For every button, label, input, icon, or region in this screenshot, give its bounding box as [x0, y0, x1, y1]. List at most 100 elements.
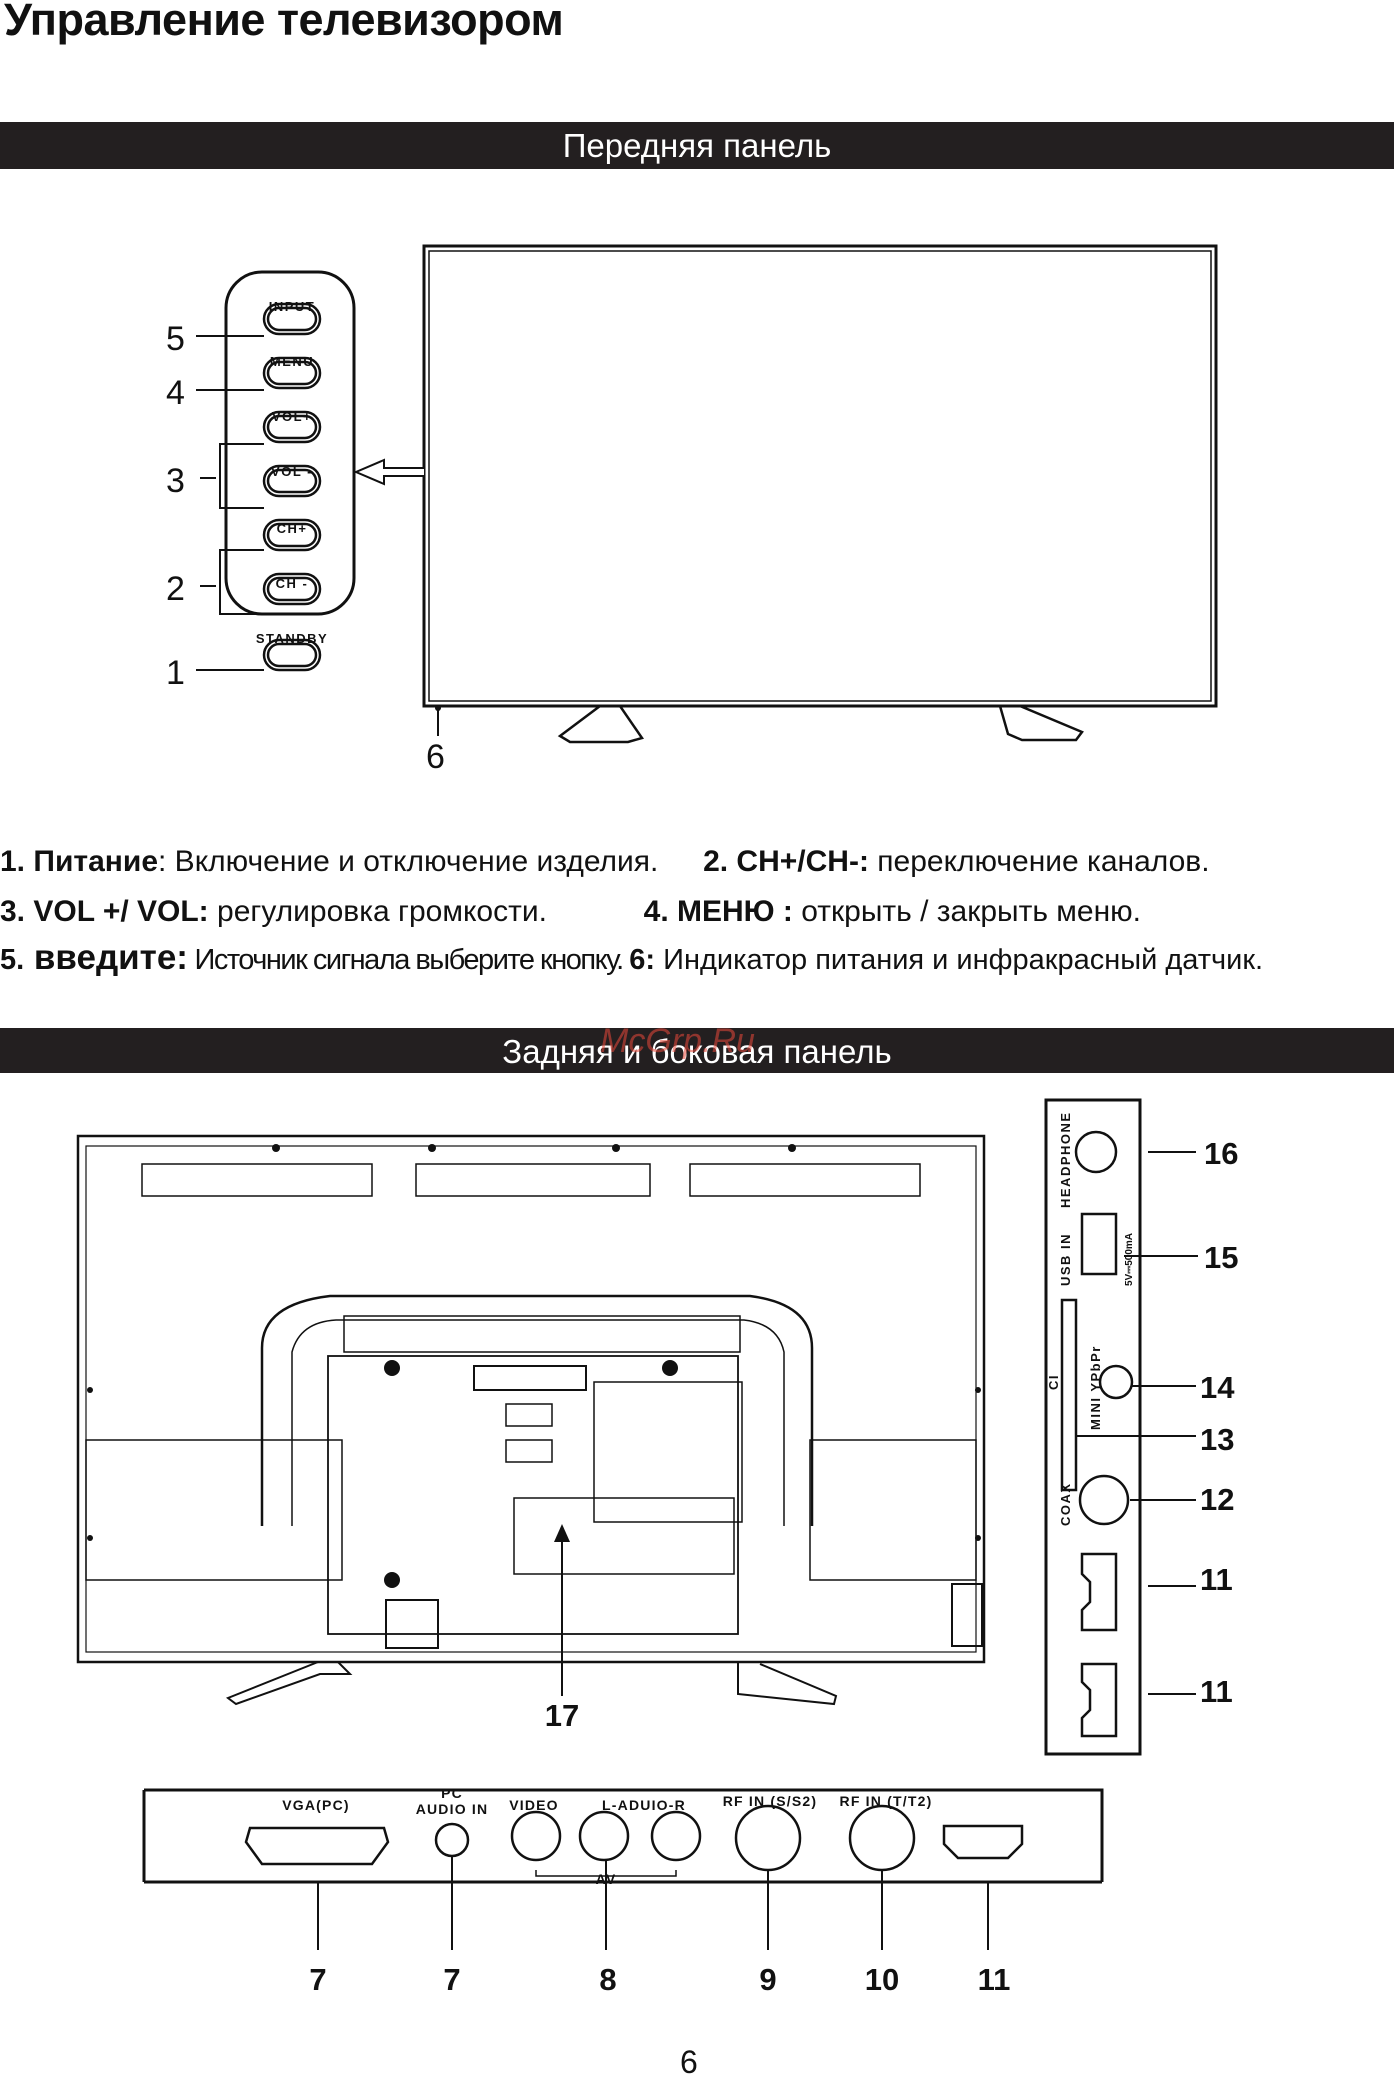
- callout-11-a: 11: [1200, 1562, 1233, 1597]
- rear-stand-right: [737, 1662, 838, 1706]
- label-audio-in: AUDIO IN: [416, 1801, 489, 1817]
- vga-port: [244, 1826, 390, 1866]
- label-rf-in-t2: RF IN (T/T2): [840, 1793, 933, 1809]
- label-ci: CI: [1046, 1374, 1061, 1390]
- label-coax: COAX: [1058, 1482, 1073, 1526]
- tv-back-outer: [76, 1134, 986, 1664]
- side-panel: [1044, 1098, 1142, 1756]
- audio-l-jack: [578, 1810, 630, 1862]
- desc-2-key: 2. CH+/CH-:: [703, 845, 869, 878]
- bottom-panel: [142, 1788, 1104, 1882]
- center-panel: [327, 1355, 739, 1635]
- desc-line-1: 1. Питание: Включение и отключение издел…: [0, 844, 1210, 880]
- section-header-front: Передняя панель: [0, 122, 1394, 169]
- label-mini-ypbpr: MINI YPbPr: [1088, 1345, 1103, 1430]
- desc-3-key: 3. VOL +/ VOL:: [0, 895, 209, 928]
- desc-5-key: 5.: [0, 944, 25, 976]
- callout-16: 16: [1204, 1136, 1238, 1171]
- label-headphone: HEADPHONE: [1058, 1111, 1073, 1208]
- label-standby: STANDBY: [256, 631, 328, 646]
- callout-15: 15: [1204, 1240, 1238, 1275]
- board-area: [593, 1381, 743, 1523]
- label-usb-in: USB IN: [1058, 1233, 1073, 1286]
- tv-stand-right: [998, 704, 1084, 742]
- hdmi-port-2: [1080, 1662, 1118, 1738]
- callout-9: 9: [759, 1962, 776, 1997]
- coax-jack: [1078, 1474, 1130, 1526]
- panel-buttons: [262, 302, 322, 672]
- headphone-jack: [1074, 1130, 1118, 1174]
- desc-2-text: переключение каналов.: [868, 845, 1210, 878]
- callout-3: 3: [166, 462, 185, 500]
- label-ch-plus: CH+: [277, 521, 308, 536]
- power-socket: [385, 1599, 439, 1649]
- center-housing-outer: [260, 1294, 814, 1526]
- side-connector: [951, 1583, 983, 1647]
- power-indicator-led: [435, 705, 441, 711]
- label-vol-plus: VOL+: [272, 409, 312, 424]
- tv-screen-inner: [428, 250, 1212, 702]
- label-input: INPUT: [269, 299, 316, 314]
- desc-1-text: : Включение и отключение изделия.: [158, 845, 659, 878]
- desc-5-text: Источник сигнала выберите кнопку.: [187, 944, 630, 976]
- desc-6-key: 6:: [629, 944, 656, 976]
- callout-10: 10: [865, 1962, 899, 1997]
- mini-ypbpr-jack: [1098, 1364, 1134, 1400]
- section-header-rear: Задняя и боковая панель: [0, 1028, 1394, 1073]
- callout-14: 14: [1200, 1370, 1235, 1405]
- label-rf-in-s2: RF IN (S/S2): [723, 1793, 818, 1809]
- tv-stand-left: [557, 704, 645, 744]
- label-plate: [473, 1365, 587, 1391]
- label-vga: VGA(PC): [282, 1797, 350, 1813]
- callout-1: 1: [166, 654, 185, 692]
- callout-7-a: 7: [309, 1962, 326, 1997]
- callout-12: 12: [1200, 1482, 1234, 1517]
- label-audio-lr: L-ADUIO-R: [602, 1797, 686, 1813]
- desc-line-3: 5. введите: Источник сигнала выберите кн…: [0, 940, 1263, 978]
- usb-port: [1080, 1212, 1118, 1276]
- desc-line-2: 3. VOL +/ VOL: регулировка громкости. 4.…: [0, 894, 1141, 930]
- desc-3-text: регулировка громкости.: [208, 895, 547, 928]
- desc-1-key: Питание: [33, 845, 159, 878]
- label-video: VIDEO: [509, 1797, 559, 1813]
- callout-8: 8: [599, 1962, 616, 1997]
- callout-11-c: 11: [978, 1962, 1011, 1997]
- desc-1-num: 1.: [0, 845, 26, 878]
- callout-7-b: 7: [443, 1962, 460, 1997]
- callout-13: 13: [1200, 1422, 1234, 1457]
- label-usb-power: 5V⎓500mA: [1124, 1233, 1135, 1286]
- desc-5-big: введите:: [24, 938, 188, 977]
- hdmi-port-1: [1080, 1552, 1118, 1632]
- callout-2: 2: [166, 570, 185, 608]
- ci-slot: [1060, 1298, 1078, 1492]
- callout-11-b: 11: [1200, 1674, 1233, 1709]
- desc-4-key: 4. МЕНЮ :: [643, 895, 793, 928]
- tv-screen-outer: [422, 244, 1218, 708]
- desc-4-text: открыть / закрыть меню.: [792, 895, 1142, 928]
- top-vents: [141, 1163, 921, 1197]
- lower-bracket: [513, 1497, 735, 1575]
- front-panel-diagram: INPUT MENU VOL+ VOL - CH+ CH - STANDBY 5…: [166, 244, 1218, 776]
- hdmi-port-bottom: [942, 1824, 1024, 1860]
- rf-in-t2-jack: [848, 1804, 916, 1872]
- label-vol-minus: VOL -: [271, 464, 313, 479]
- rear-panel-diagram: 17 HEADPHONE USB IN 5V⎓500mA CI MINI YPb…: [76, 1098, 1238, 1997]
- page-title: Управление телевизором: [4, 0, 564, 45]
- arrow-to-buttons: [353, 458, 424, 486]
- video-jack: [510, 1810, 562, 1862]
- label-ch-minus: CH -: [276, 576, 309, 591]
- callout-5: 5: [166, 320, 185, 358]
- rf-in-s2-jack: [734, 1804, 802, 1872]
- watermark: McGrp.Ru: [600, 1022, 755, 1060]
- center-vents: [343, 1315, 741, 1353]
- callout-4: 4: [166, 374, 185, 412]
- pc-audio-jack: [434, 1822, 470, 1858]
- rear-stand-left: [225, 1661, 353, 1706]
- desc-6-text: Индикатор питания и инфракрасный датчик.: [655, 944, 1264, 976]
- callout-6: 6: [426, 738, 445, 776]
- audio-r-jack: [650, 1810, 702, 1862]
- label-pc: PC: [441, 1785, 463, 1801]
- page-number: 6: [680, 2044, 698, 2080]
- label-menu: MENU: [270, 354, 314, 369]
- callout-17: 17: [545, 1698, 579, 1733]
